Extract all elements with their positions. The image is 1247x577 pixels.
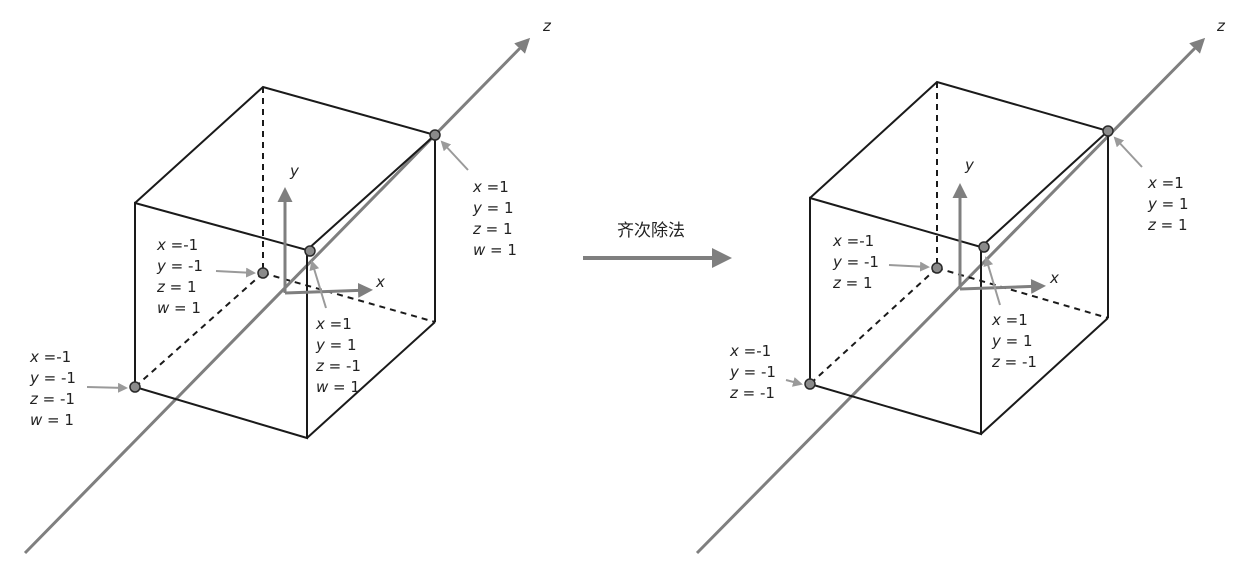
coord-label-front-top-right: x =1 y = 1 z = -1 w = 1 bbox=[315, 315, 366, 396]
z-axis bbox=[23, 37, 531, 555]
x-axis bbox=[959, 278, 1046, 294]
pointer-arrow bbox=[1113, 136, 1143, 168]
coord-label-far-top-right: x =1 y = 1 z = 1 w = 1 bbox=[472, 178, 518, 259]
vertex-front-bottom-left bbox=[129, 381, 141, 393]
coord-label-front-bottom-left: x =-1 y = -1 z = -1 w = 1 bbox=[29, 348, 81, 429]
vertex-back-bottom-left bbox=[257, 267, 269, 279]
coord-label-back-bottom-left: x =-1 y = -1 z = 1 bbox=[832, 232, 884, 292]
cube-back-face-top bbox=[809, 80, 1109, 318]
pointer-arrow bbox=[309, 260, 327, 309]
x-axis-label: x bbox=[1049, 269, 1059, 287]
pointer-arrow bbox=[888, 261, 930, 272]
pointer-arrow bbox=[785, 377, 803, 387]
pointer-arrow bbox=[983, 256, 1001, 306]
cube-back-face-top bbox=[134, 85, 436, 322]
y-axis-label: y bbox=[289, 162, 300, 180]
clip-space-cube: z y x x =1 y = 1 z = 1 w = 1 bbox=[23, 17, 552, 555]
z-axis bbox=[695, 37, 1206, 555]
coord-label-back-bottom-left: x =-1 y = -1 z = 1 w = 1 bbox=[156, 236, 208, 317]
vertex-far-top-right bbox=[429, 129, 441, 141]
x-axis bbox=[284, 282, 373, 298]
transform-arrow-head bbox=[712, 248, 732, 268]
vertex-front-top-right bbox=[304, 245, 316, 257]
homogeneous-division-arrow: 齐次除法 bbox=[583, 221, 732, 268]
cube-edge bbox=[980, 130, 1109, 248]
hidden-edge bbox=[936, 267, 1109, 319]
cube-edge bbox=[306, 321, 436, 439]
vertex-front-bottom-left bbox=[804, 378, 816, 390]
hidden-edge bbox=[262, 272, 436, 323]
z-axis-label: z bbox=[542, 17, 552, 35]
pointer-arrow bbox=[86, 382, 128, 393]
vertex-far-top-right bbox=[1102, 125, 1114, 137]
ndc-cube: z y x x =1 y = 1 z = 1 x =-1 y = -1 z = … bbox=[695, 17, 1226, 555]
cube-edge bbox=[306, 134, 436, 251]
coord-label-far-top-right: x =1 y = 1 z = 1 bbox=[1147, 174, 1193, 234]
pointer-arrow bbox=[440, 140, 469, 171]
coord-label-front-bottom-left: x =-1 y = -1 z = -1 bbox=[729, 342, 781, 402]
z-axis-label: z bbox=[1216, 17, 1226, 35]
vertex-back-bottom-left bbox=[931, 262, 943, 274]
cube-edge bbox=[980, 317, 1109, 435]
pointer-arrow bbox=[215, 267, 256, 278]
hidden-edge bbox=[809, 267, 938, 385]
x-axis-label: x bbox=[375, 273, 385, 291]
y-axis-label: y bbox=[964, 156, 975, 174]
coord-label-front-top-right: x =1 y = 1 z = -1 bbox=[991, 311, 1037, 371]
transform-label: 齐次除法 bbox=[617, 221, 685, 241]
vertex-front-top-right bbox=[978, 241, 990, 253]
